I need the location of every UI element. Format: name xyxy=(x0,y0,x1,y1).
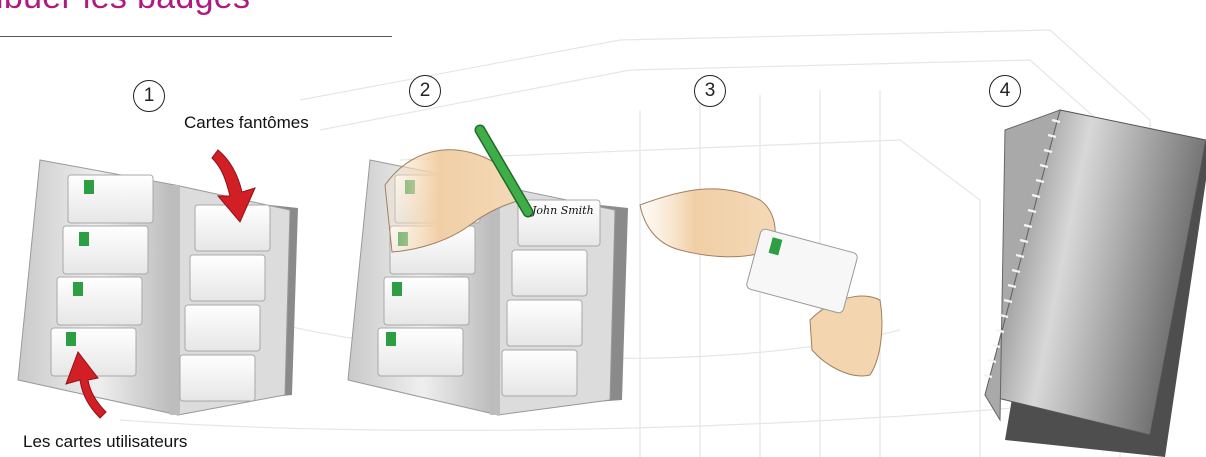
closed-binder xyxy=(985,110,1206,457)
step-1-number: 1 xyxy=(133,80,165,112)
user-cards-label: Les cartes utilisateurs xyxy=(23,432,187,452)
step-4-number: 4 xyxy=(989,75,1021,107)
ghost-cards-label: Cartes fantômes xyxy=(184,113,309,133)
page-title: ibuer les badges xyxy=(0,0,250,17)
step-2-number: 2 xyxy=(409,75,441,107)
badge-card xyxy=(746,228,859,314)
title-underline xyxy=(0,36,392,37)
step-3-number: 3 xyxy=(694,75,726,107)
signature-text: John Smith xyxy=(530,204,594,217)
